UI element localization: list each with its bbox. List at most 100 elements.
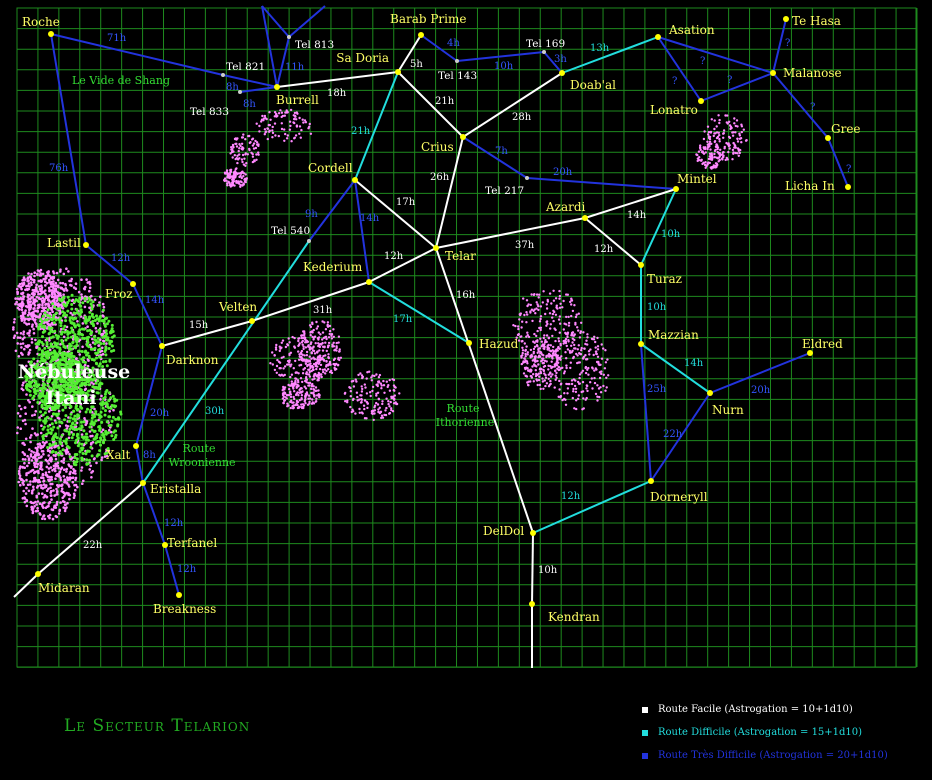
route-duration-label: 14h xyxy=(627,210,647,221)
region-label-itho: Route xyxy=(447,402,480,415)
system-label: Midaran xyxy=(38,581,90,595)
system-label: Velten xyxy=(218,300,257,314)
route-duration-label: 13h xyxy=(590,43,610,54)
system-lonatro[interactable]: Lonatro xyxy=(650,98,704,117)
system-label: Telar xyxy=(445,249,476,263)
system-nurn[interactable]: Nurn xyxy=(707,390,744,417)
region-label-itho: Ithorienne xyxy=(436,416,494,429)
legend-label: Route Très Difficile (Astrogation = 20+1… xyxy=(658,750,888,761)
system-label: Hazud xyxy=(479,337,519,351)
route-lonatro-malanose xyxy=(700,72,774,102)
system-turaz[interactable]: Turaz xyxy=(638,262,682,286)
system-marker xyxy=(845,184,851,190)
system-xalt[interactable]: Xalt xyxy=(106,443,139,462)
legend-item-easy: Route Facile (Astrogation = 10+1d10) xyxy=(642,698,888,721)
system-darknon[interactable]: Darknon xyxy=(159,343,219,367)
system-marker xyxy=(770,70,776,76)
route-duration-label: 7h xyxy=(495,146,508,157)
system-marker xyxy=(807,350,813,356)
system-terfanel[interactable]: Terfanel xyxy=(162,536,217,550)
system-label: Asation xyxy=(668,23,715,37)
system-label: Nurn xyxy=(712,403,744,417)
system-tel833[interactable]: Tel 833 xyxy=(190,90,242,118)
system-mintel[interactable]: Mintel xyxy=(673,172,717,192)
system-tel540[interactable]: Tel 540 xyxy=(271,225,311,243)
route-duration-label: 16h xyxy=(456,290,476,301)
system-label: Malanose xyxy=(783,66,842,80)
system-mazzian[interactable]: Mazzian xyxy=(638,328,699,347)
system-label: Tel 217 xyxy=(485,185,524,197)
system-midaran[interactable]: Midaran xyxy=(35,571,90,595)
system-sadoria[interactable]: Sa Doria xyxy=(336,51,401,75)
system-lastil[interactable]: Lastil xyxy=(47,236,89,250)
route-terfanel-breakness xyxy=(164,544,180,596)
route-duration-label: 12h xyxy=(111,253,131,264)
route-mazzian-nurn xyxy=(640,343,711,394)
system-kendran[interactable]: Kendran xyxy=(529,601,600,624)
system-doabal[interactable]: Doab'al xyxy=(559,70,616,92)
system-marker xyxy=(698,98,704,104)
system-label: Tel 821 xyxy=(226,61,265,73)
route-tel540-eristalla xyxy=(142,240,310,484)
route-duration-label: 18h xyxy=(327,88,347,99)
system-label: Mintel xyxy=(677,172,717,186)
system-lichain[interactable]: Licha In xyxy=(785,179,851,193)
system-marker xyxy=(655,34,661,40)
system-dorneryll[interactable]: Dorneryll xyxy=(648,478,708,504)
route-duration-label: 8h xyxy=(143,450,156,461)
system-marker xyxy=(530,530,536,536)
system-label: DelDol xyxy=(483,524,524,538)
system-label: Xalt xyxy=(106,448,131,462)
system-marker xyxy=(133,443,139,449)
route-dorneryll-deldol xyxy=(532,480,652,534)
region-label-vide: Le Vide de Shang xyxy=(72,74,170,87)
system-burrell[interactable]: Burrell xyxy=(274,84,319,107)
system-hazud[interactable]: Hazud xyxy=(466,337,519,351)
system-tel813[interactable]: Tel 813 xyxy=(287,35,334,51)
route-duration-label: 21h xyxy=(435,96,455,107)
route-azardi-turaz xyxy=(584,217,642,266)
system-label: Burrell xyxy=(276,93,319,107)
system-barab[interactable]: Barab Prime xyxy=(390,12,467,38)
system-tel821[interactable]: Tel 821 xyxy=(221,61,265,77)
system-marker xyxy=(366,279,372,285)
system-eristalla[interactable]: Eristalla xyxy=(140,480,201,496)
route-asation-malanose xyxy=(657,36,774,74)
system-roche[interactable]: Roche xyxy=(22,15,60,37)
system-kederium[interactable]: Kederium xyxy=(303,260,372,285)
route-duration-label: 20h xyxy=(553,167,573,178)
system-label: Licha In xyxy=(785,179,835,193)
system-label: Barab Prime xyxy=(390,12,467,26)
system-tel217[interactable]: Tel 217 xyxy=(485,176,529,197)
legend-item-vhard: Route Très Difficile (Astrogation = 20+1… xyxy=(642,744,888,767)
route-duration-label: ? xyxy=(810,102,815,113)
route-mazzian-dorneryll xyxy=(640,343,652,482)
system-asation[interactable]: Asation xyxy=(655,23,715,40)
system-breakness[interactable]: Breakness xyxy=(153,592,216,616)
system-malanose[interactable]: Malanose xyxy=(770,66,842,80)
system-telar[interactable]: Telar xyxy=(433,245,476,263)
route-duration-label: 31h xyxy=(313,305,333,316)
route-duration-label: 12h xyxy=(164,518,184,529)
system-azardi[interactable]: Azardi xyxy=(545,200,588,221)
system-cordell[interactable]: Cordell xyxy=(308,161,358,183)
system-tel169[interactable]: Tel 169 xyxy=(526,38,565,54)
region-label-woo: Route xyxy=(183,442,216,455)
system-marker xyxy=(287,35,291,39)
route-duration-label: 22h xyxy=(83,540,103,551)
system-marker xyxy=(418,32,424,38)
system-label: Dorneryll xyxy=(650,490,708,504)
system-velten[interactable]: Velten xyxy=(218,300,257,324)
system-deldol[interactable]: DelDol xyxy=(483,524,536,538)
system-gree[interactable]: Gree xyxy=(825,122,861,141)
sector-map: 71h8h11h8h18h5h4h10h3h13h??????21h28h21h… xyxy=(12,5,918,668)
route-duration-label: 20h xyxy=(150,408,170,419)
route-telar-azardi xyxy=(435,217,586,249)
system-label: Lastil xyxy=(47,236,81,250)
route-duration-label: 12h xyxy=(384,251,404,262)
system-tehasa[interactable]: Te Hasa xyxy=(783,14,841,28)
system-froz[interactable]: Froz xyxy=(105,281,136,301)
system-crius[interactable]: Crius xyxy=(421,134,466,154)
system-eldred[interactable]: Eldred xyxy=(802,337,843,356)
system-tel143[interactable]: Tel 143 xyxy=(438,59,477,82)
